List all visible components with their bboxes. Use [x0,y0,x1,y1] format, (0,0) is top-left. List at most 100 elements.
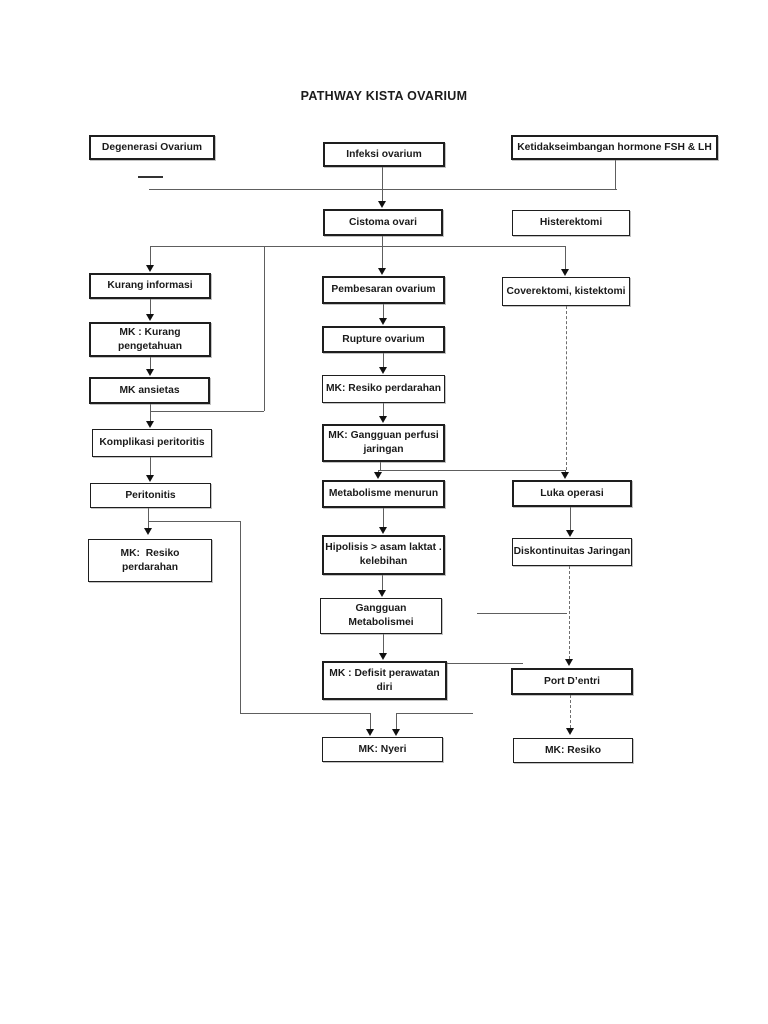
connector-line [240,521,242,713]
node-peritonitis: Peritonitis [90,483,211,508]
connector-line [383,508,385,528]
connector-line [151,411,264,413]
connector-line [383,403,385,417]
connector-line [150,457,152,476]
arrowhead-down-icon [145,265,154,272]
node-kurang-informasi: Kurang informasi [89,273,211,299]
node-komplikasi-peritoritis: Komplikasi peritoritis [92,429,212,457]
node-mk-resiko: MK: Resiko [513,738,633,763]
connector-line [264,246,266,411]
connector-line [150,299,152,315]
node-label: MK: Resiko [544,744,602,756]
connector-line [148,508,150,529]
connector-line [150,246,152,266]
arrowhead-down-icon [373,472,382,479]
arrowhead-down-icon [378,416,387,423]
node-label: Ketidakseimbangan hormone FSH & LH [517,141,712,153]
node-mk-resiko-perdarahan-center: MK: Resiko perdarahan [322,375,445,403]
connector-line [150,357,152,370]
node-label: jaringan [363,444,404,455]
node-ketidakseimbangan-hormone-fsh-lh: Ketidakseimbangan hormone FSH & LH [511,135,718,160]
node-label: MK : Defisit perawatan [329,667,440,679]
node-label: pengetahuan [117,340,183,352]
node-hipolisis-asam-laktat: Hipolisis > asam laktat .kelebihan [322,535,445,575]
node-label: Diskontinuitas Jaringan [513,546,631,558]
node-label: Degenerasi Ovarium [101,141,203,153]
connector-line [378,470,380,473]
node-label: MK: Gangguan perfusi [328,430,439,442]
node-label: kelebihan [359,556,408,567]
node-label: MK: Nyeri [358,743,407,755]
node-port-dentri: Port D’entri [511,668,633,695]
node-diskontinuitas-jaringan: Diskontinuitas Jaringan [512,538,632,566]
connector-line [370,713,372,730]
node-label: Cistoma ovari [348,216,418,228]
connector-line [383,353,385,369]
node-mk-ansietas: MK ansietas [89,377,210,404]
node-coverektomi-kistektomi: Coverektomi, kistektomi [502,277,630,306]
node-infeksi-ovarium: Infeksi ovarium [323,142,445,167]
node-label: Histerektomi [539,217,603,229]
node-luka-operasi: Luka operasi [512,480,632,507]
connector-line [382,236,384,269]
connector-line [148,521,240,523]
node-label: Kurang informasi [107,280,193,292]
connector-line [477,613,567,615]
node-label: Metabolisme menurun [328,488,439,500]
connector-line [378,470,565,472]
arrowhead-down-icon [565,530,574,537]
node-label: MK: Resiko [120,547,180,559]
connector-line [570,695,571,728]
connector-line [150,404,152,422]
arrowhead-down-icon [378,318,387,325]
node-label: Peritonitis [125,489,176,501]
arrowhead-down-icon [377,201,386,208]
arrowhead-down-icon [143,528,152,535]
arrowhead-down-icon [365,729,374,736]
node-mk-defisit-perawatan-diri: MK : Defisit perawatan diri [322,661,447,700]
node-pembesaran-ovarium: Pembesaran ovarium [322,276,445,304]
connector-line [615,160,617,189]
node-cistoma-ovari: Cistoma ovari [323,209,443,236]
arrowhead-down-icon [378,653,387,660]
node-label: Metabolismei [348,617,414,628]
arrowhead-down-icon [564,659,573,666]
arrowhead-down-icon [377,590,386,597]
arrowhead-down-icon [565,728,574,735]
connector-line [565,470,567,473]
node-label: Infeksi ovarium [346,148,422,160]
node-label: MK: Resiko perdarahan [325,383,441,395]
connector-line [396,713,473,715]
arrowhead-down-icon [378,527,387,534]
node-label: diri [376,681,393,693]
connector-line [382,167,384,203]
node-mk-gangguan-perfusi-jaringan: MK: Gangguan perfusi jaringan [322,424,445,462]
connector-line [383,634,385,654]
node-label: MK ansietas [119,384,180,396]
node-metabolisme-menurun: Metabolisme menurun [322,480,445,508]
page-title: PATHWAY KISTA OVARIUM [300,89,468,103]
arrowhead-down-icon [560,472,569,479]
connector-line [569,566,570,659]
node-mk-nyeri: MK: Nyeri [322,737,443,762]
connector-line [566,306,567,470]
arrowhead-down-icon [378,367,387,374]
node-label: Rupture ovarium [342,333,425,345]
node-label: Pembesaran ovarium [331,284,436,296]
arrowhead-down-icon [145,369,154,376]
node-rupture-ovarium: Rupture ovarium [322,326,445,353]
connector-line [138,176,163,178]
node-label: Luka operasi [540,487,604,499]
connector-line [428,663,523,665]
arrowhead-down-icon [391,729,400,736]
node-degenerasi-ovarium: Degenerasi Ovarium [89,135,215,160]
node-histerektomi: Histerektomi [512,210,630,236]
arrowhead-down-icon [145,475,154,482]
arrowhead-down-icon [145,314,154,321]
arrowhead-down-icon [377,268,386,275]
connector-line [570,507,572,531]
connector-line [565,246,567,270]
